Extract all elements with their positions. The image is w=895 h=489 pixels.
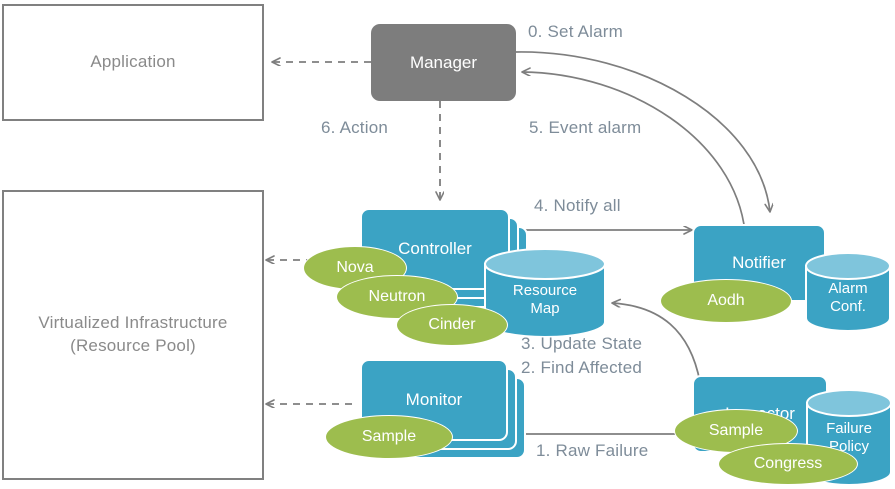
- plugin-aodh-label: Aodh: [707, 292, 745, 309]
- notifier-label: Notifier: [732, 253, 786, 272]
- infrastructure-line-1: Virtualized Infrastructure: [38, 313, 228, 333]
- application-label: Application: [90, 52, 176, 72]
- controller-label: Controller: [398, 239, 472, 258]
- connector-set-alarm: [515, 51, 770, 212]
- plugin-cinder[interactable]: Cinder: [396, 304, 508, 346]
- connector-event-alarm: [522, 72, 746, 233]
- connector-update-state: [612, 303, 701, 383]
- plugin-monitor-sample-label: Sample: [361, 428, 417, 445]
- plugin-inspector-sample-label: Sample: [708, 422, 764, 439]
- plugin-congress[interactable]: Congress: [718, 443, 858, 485]
- manager-box[interactable]: Manager: [371, 24, 516, 101]
- plugin-neutron-label: Neutron: [368, 288, 426, 305]
- virtualized-infrastructure-box: Virtualized Infrastructure (Resource Pool…: [2, 190, 264, 480]
- plugin-monitor-sample[interactable]: Sample: [325, 415, 453, 459]
- plugin-cinder-label: Cinder: [428, 316, 476, 333]
- monitor-label: Monitor: [405, 390, 463, 409]
- plugin-congress-label: Congress: [753, 455, 823, 472]
- plugin-aodh[interactable]: Aodh: [660, 279, 792, 323]
- plugin-nova-label: Nova: [336, 259, 374, 276]
- manager-label: Manager: [409, 52, 478, 72]
- application-box: Application: [2, 4, 264, 121]
- infrastructure-line-2: (Resource Pool): [70, 336, 196, 355]
- virtualized-infrastructure-label: Virtualized Infrastructure (Resource Pool…: [38, 312, 227, 358]
